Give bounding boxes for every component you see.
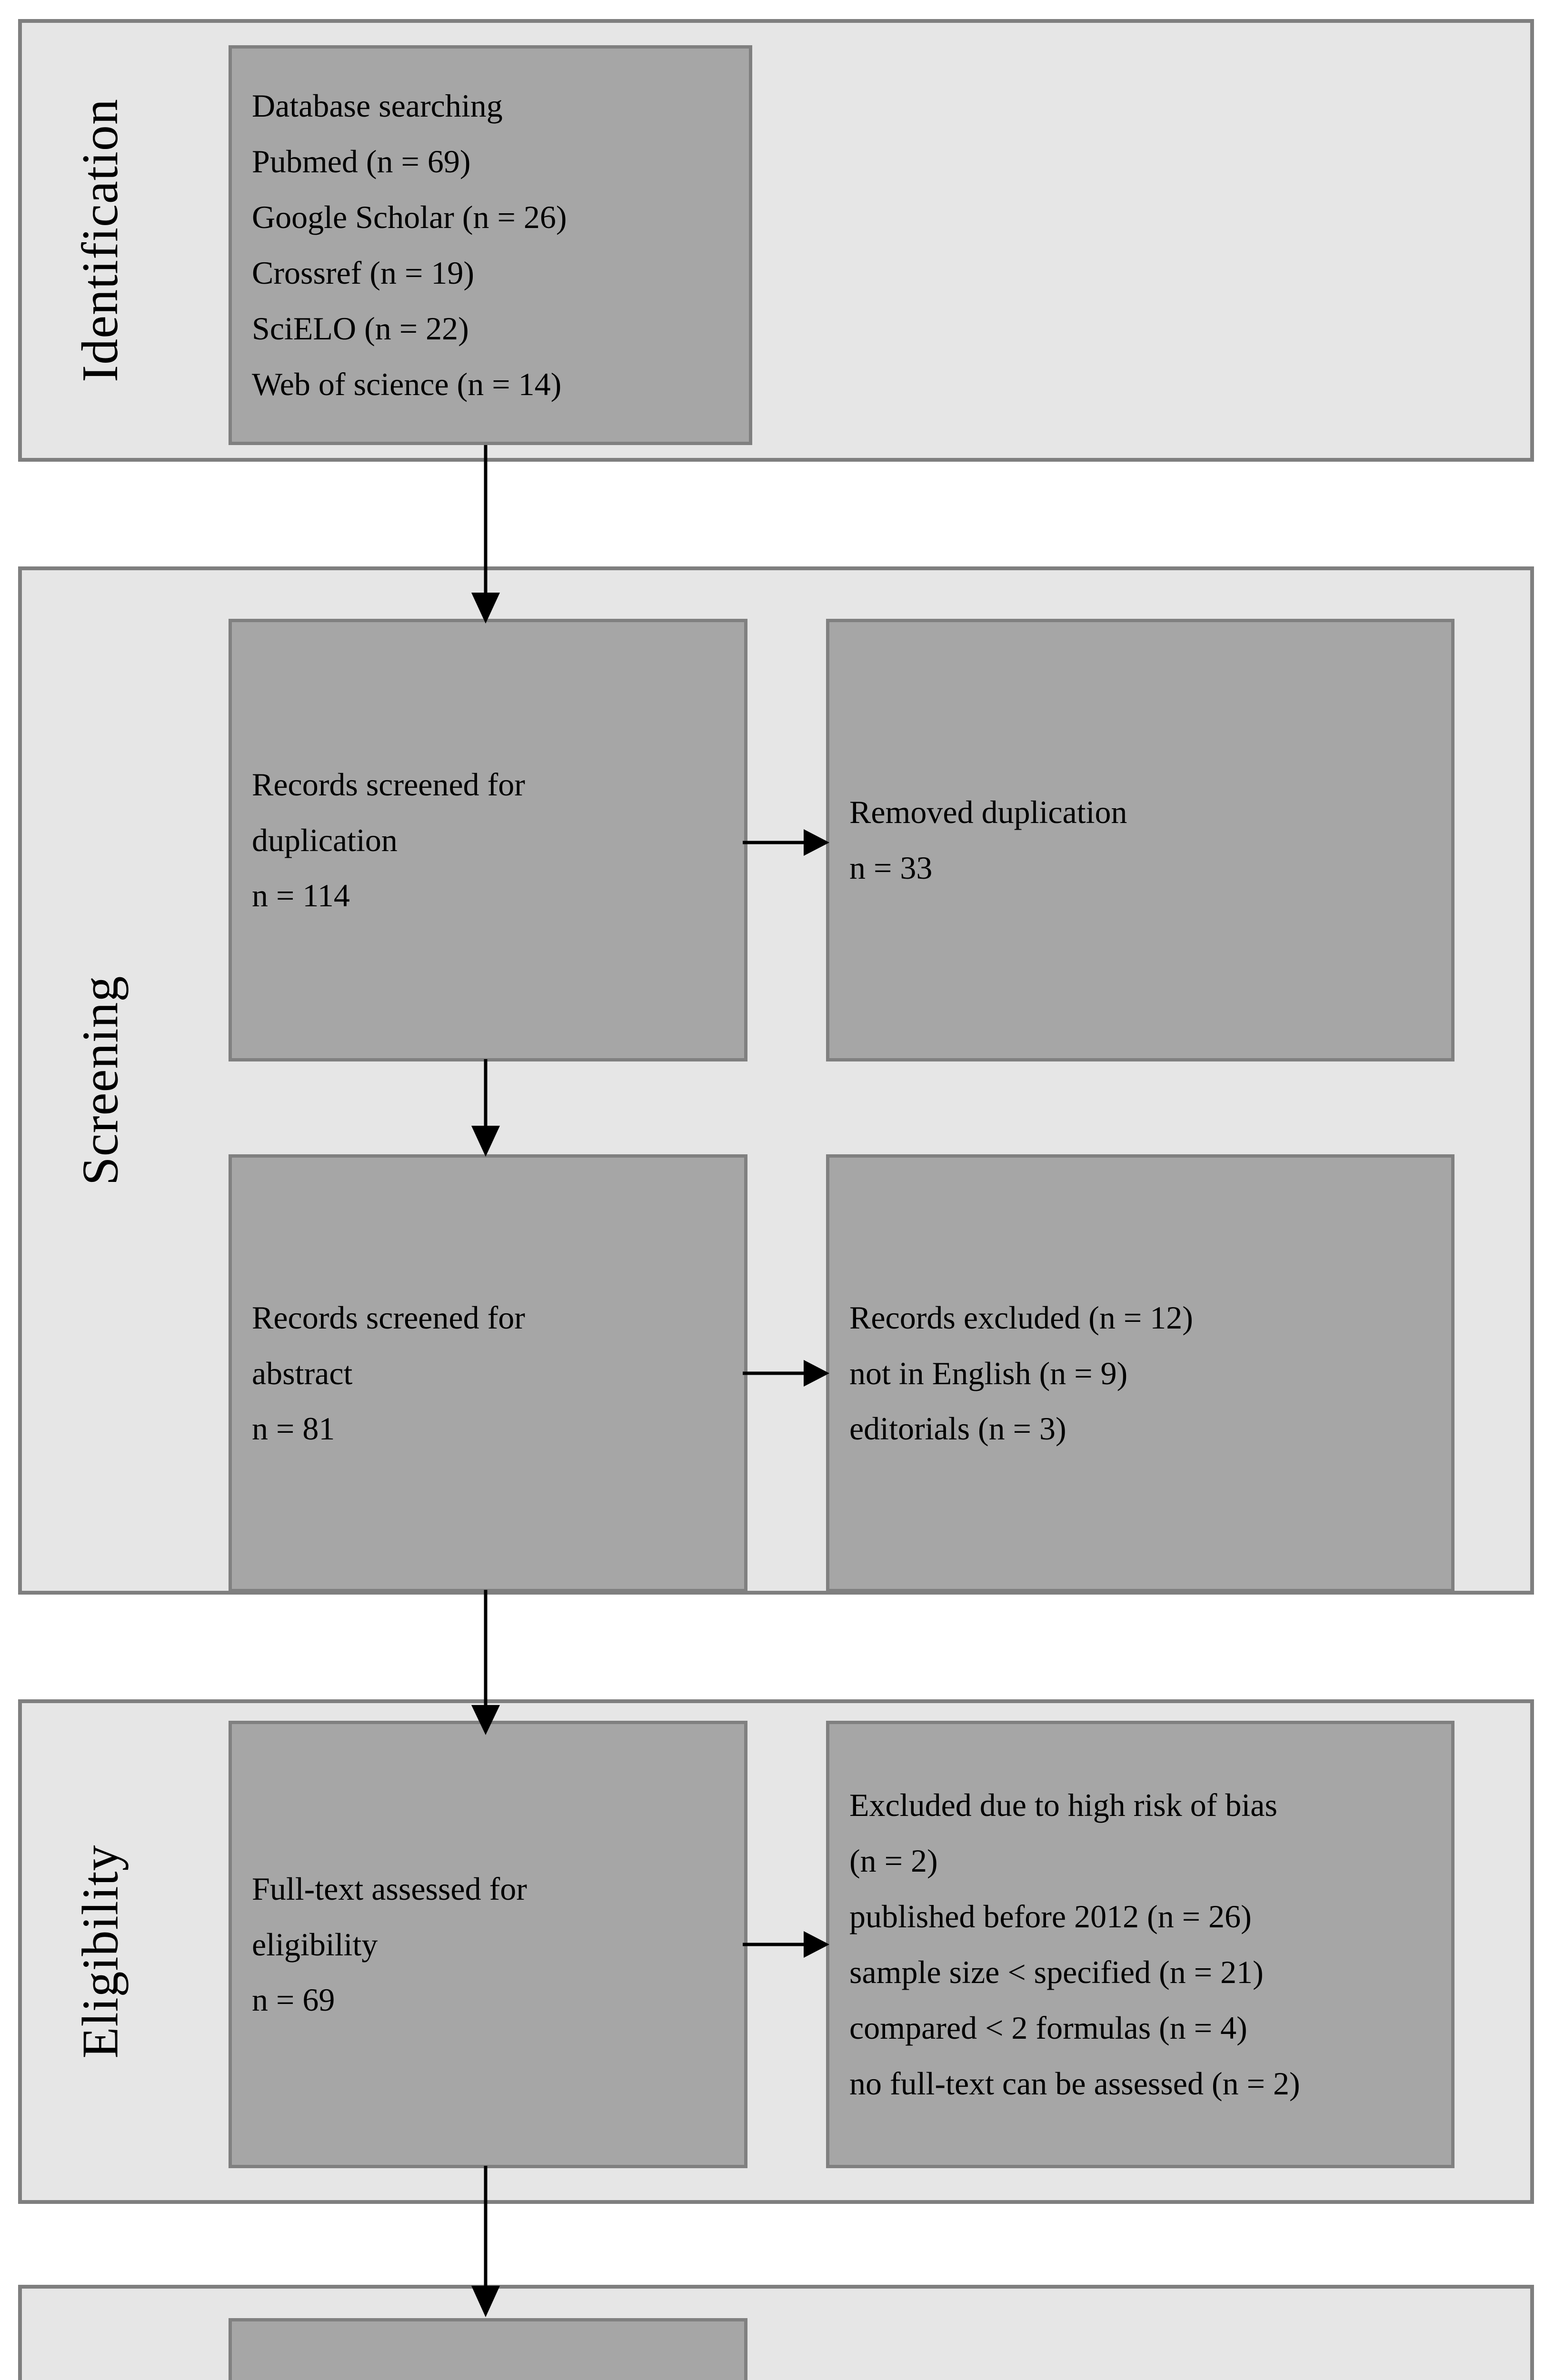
node-line: Records screened for	[252, 766, 525, 803]
node-removed-duplication: Removed duplication n = 33	[826, 619, 1454, 1061]
node-line: Pubmed (n = 69)	[252, 143, 471, 180]
node-line: Database searching	[252, 88, 503, 124]
node-records-screened-duplication: Records screened for duplication n = 114	[229, 619, 747, 1061]
stage-label-identification: Identification	[22, 23, 179, 458]
node-records-screened-abstract: Records screened for abstract n = 81	[229, 1154, 747, 1592]
node-line: n = 114	[252, 877, 350, 914]
node-line: abstract	[252, 1355, 353, 1391]
node-line: Records screened for	[252, 1299, 525, 1336]
node-line: no full-text can be assessed (n = 2)	[849, 2065, 1300, 2102]
node-fulltext-assessed: Full-text assessed for eligibility n = 6…	[229, 1721, 747, 2168]
node-records-excluded: Records excluded (n = 12) not in English…	[826, 1154, 1454, 1592]
node-line: n = 81	[252, 1410, 335, 1447]
node-line: compared < 2 formulas (n = 4)	[849, 2009, 1247, 2046]
stage-label-eligibility: Eligibility	[22, 1703, 179, 2200]
node-line: Excluded due to high risk of bias	[849, 1787, 1277, 1824]
node-line: Removed duplication	[849, 794, 1127, 831]
node-line: Google Scholar (n = 26)	[252, 199, 567, 236]
stage-label-screening: Screening	[22, 570, 179, 1591]
node-line: Web of science (n = 14)	[252, 366, 562, 402]
stage-label-eligibility-text: Eligibility	[72, 1844, 129, 2059]
node-line: n = 69	[252, 1982, 335, 2018]
node-line: not in English (n = 9)	[849, 1355, 1128, 1391]
stage-label-screening-text: Screening	[72, 975, 129, 1186]
node-line: sample size < specified (n = 21)	[849, 1954, 1264, 1990]
node-line: Crossref (n = 19)	[252, 255, 475, 291]
stage-label-identification-text: Identification	[72, 99, 129, 382]
node-line: (n = 2)	[849, 1843, 938, 1879]
node-line: duplication	[252, 822, 398, 858]
node-line: published before 2012 (n = 26)	[849, 1898, 1252, 1935]
node-line: n = 33	[849, 850, 933, 886]
node-line: Records excluded (n = 12)	[849, 1299, 1193, 1336]
stage-label-included: Included	[22, 2289, 179, 2380]
node-line: editorials (n = 3)	[849, 1410, 1066, 1447]
node-fulltext-excluded: Excluded due to high risk of bias (n = 2…	[826, 1721, 1454, 2168]
node-line: Full-text assessed for	[252, 1870, 527, 1907]
node-studies-sample: Studies sample n = 14	[229, 2318, 747, 2380]
node-line: SciELO (n = 22)	[252, 310, 469, 347]
node-database-searching: Database searching Pubmed (n = 69) Googl…	[229, 45, 752, 445]
node-line: eligibility	[252, 1926, 378, 1963]
